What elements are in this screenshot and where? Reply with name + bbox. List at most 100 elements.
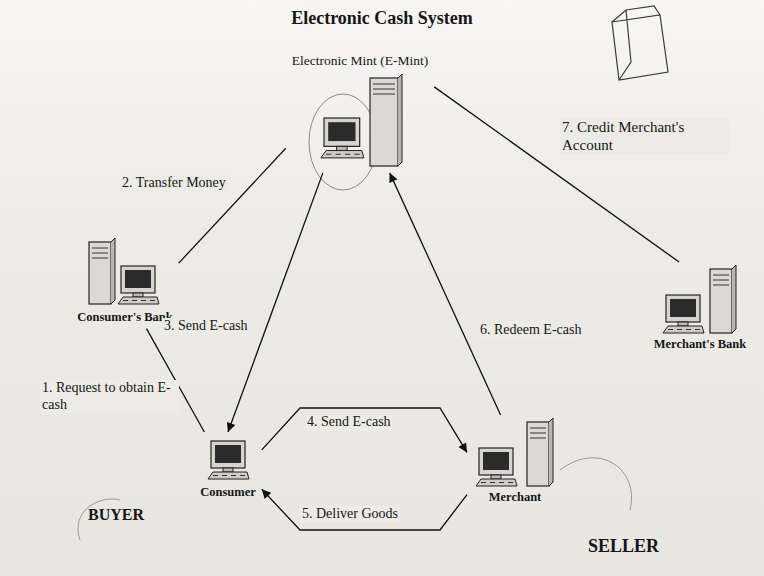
monitor-screen — [328, 122, 355, 141]
monitor-screen — [670, 299, 696, 317]
step-label: 2. Transfer Money — [120, 175, 228, 192]
monitor-case — [324, 118, 360, 146]
step-label: 6. Redeem E-cash — [478, 322, 583, 339]
computer-drawing — [208, 441, 249, 479]
flow-arrow — [434, 87, 679, 262]
keyboard-keys — [141, 300, 146, 301]
drive-bay — [92, 253, 108, 254]
step-label: 7. Credit Merchant's Account — [560, 118, 729, 154]
role-label: SELLER — [588, 536, 659, 557]
computer-node: Electronic Mint (E-Mint) — [286, 50, 434, 173]
drive-bay — [373, 93, 395, 94]
server-side — [549, 418, 553, 486]
flow-arrow — [228, 173, 323, 432]
flow-arrow — [262, 489, 467, 530]
keyboard-keys — [132, 300, 137, 301]
monitor-case — [666, 295, 700, 322]
keyboard — [118, 297, 159, 304]
keyboard-keys — [668, 329, 673, 330]
keyboard-keys — [354, 154, 359, 155]
step-label: 1. Request to obtain E-cash — [40, 380, 179, 414]
doodle-box — [612, 6, 668, 80]
role-label: BUYER — [88, 506, 144, 524]
keyboard-keys — [481, 482, 486, 483]
monitor-case — [479, 448, 513, 475]
computer-icon — [660, 265, 740, 337]
step-label: 5. Deliver Goods — [300, 506, 400, 523]
step-label: 4. Send E-cash — [305, 414, 393, 431]
drive-bay — [713, 285, 729, 286]
keyboard-keys — [123, 300, 128, 301]
drive-bay — [530, 438, 546, 439]
keyboard-keys — [508, 482, 513, 483]
server-tower — [710, 269, 732, 333]
computer-node: Consumer — [194, 432, 262, 504]
keyboard-keys — [695, 329, 700, 330]
keyboard-keys — [499, 482, 504, 483]
computer-node: Consumer's Bank — [71, 235, 179, 329]
keyboard-keys — [213, 475, 218, 476]
computer-drawing — [89, 238, 159, 304]
computer-drawing — [321, 74, 402, 166]
keyboard-keys — [326, 154, 331, 155]
monitor-stand — [133, 293, 143, 297]
server-tower — [527, 422, 549, 486]
keyboard — [663, 326, 704, 333]
keyboard-keys — [490, 482, 495, 483]
diagram-title: Electronic Cash System — [291, 8, 473, 29]
monitor-case — [211, 441, 245, 468]
keyboard — [208, 472, 249, 479]
computer-drawing — [476, 418, 553, 486]
keyboard — [321, 150, 364, 157]
flow-arrow — [262, 408, 467, 452]
drive-bay — [530, 428, 546, 429]
keyboard-keys — [240, 475, 245, 476]
computer-icon — [85, 238, 165, 310]
step-label: 3. Send E-cash — [162, 318, 250, 335]
drive-bay — [373, 83, 395, 84]
node-label: Electronic Mint (E-Mint) — [292, 53, 428, 70]
computer-node: Merchant — [467, 415, 563, 509]
server-side — [111, 238, 115, 304]
drive-bay — [92, 258, 108, 259]
computer-icon — [473, 418, 557, 490]
keyboard-keys — [345, 154, 350, 155]
pencil-arc — [560, 458, 632, 510]
node-label: Merchant's Bank — [654, 337, 747, 353]
monitor-stand — [337, 146, 348, 150]
server-side — [398, 74, 402, 166]
node-label: Merchant — [489, 490, 542, 506]
keyboard — [476, 479, 517, 486]
computer-icon — [310, 70, 410, 170]
pencil-circle — [309, 94, 377, 190]
keyboard-keys — [222, 475, 227, 476]
computer-node: Merchant's Bank — [648, 262, 753, 356]
monitor-stand — [491, 475, 501, 479]
keyboard-keys — [150, 300, 155, 301]
keyboard-keys — [336, 154, 341, 155]
drive-bay — [92, 248, 108, 249]
keyboard-keys — [677, 329, 682, 330]
monitor-stand — [678, 322, 688, 326]
drive-bay — [713, 280, 729, 281]
server-tower — [370, 78, 398, 166]
flow-arrow — [179, 148, 286, 263]
keyboard-keys — [686, 329, 691, 330]
flow-arrow — [390, 173, 501, 415]
keyboard-keys — [231, 475, 236, 476]
computer-drawing — [663, 265, 736, 333]
monitor-stand — [223, 468, 233, 472]
node-label: Consumer — [200, 485, 256, 501]
monitor-screen — [483, 452, 509, 470]
computer-icon — [202, 435, 254, 485]
monitor-screen — [125, 270, 151, 288]
server-side — [732, 265, 736, 333]
monitor-screen — [215, 445, 241, 463]
monitor-case — [121, 266, 155, 293]
server-tower — [89, 242, 111, 304]
drive-bay — [530, 433, 546, 434]
node-label: Consumer's Bank — [77, 310, 173, 326]
drive-bay — [713, 275, 729, 276]
drive-bay — [373, 88, 395, 89]
